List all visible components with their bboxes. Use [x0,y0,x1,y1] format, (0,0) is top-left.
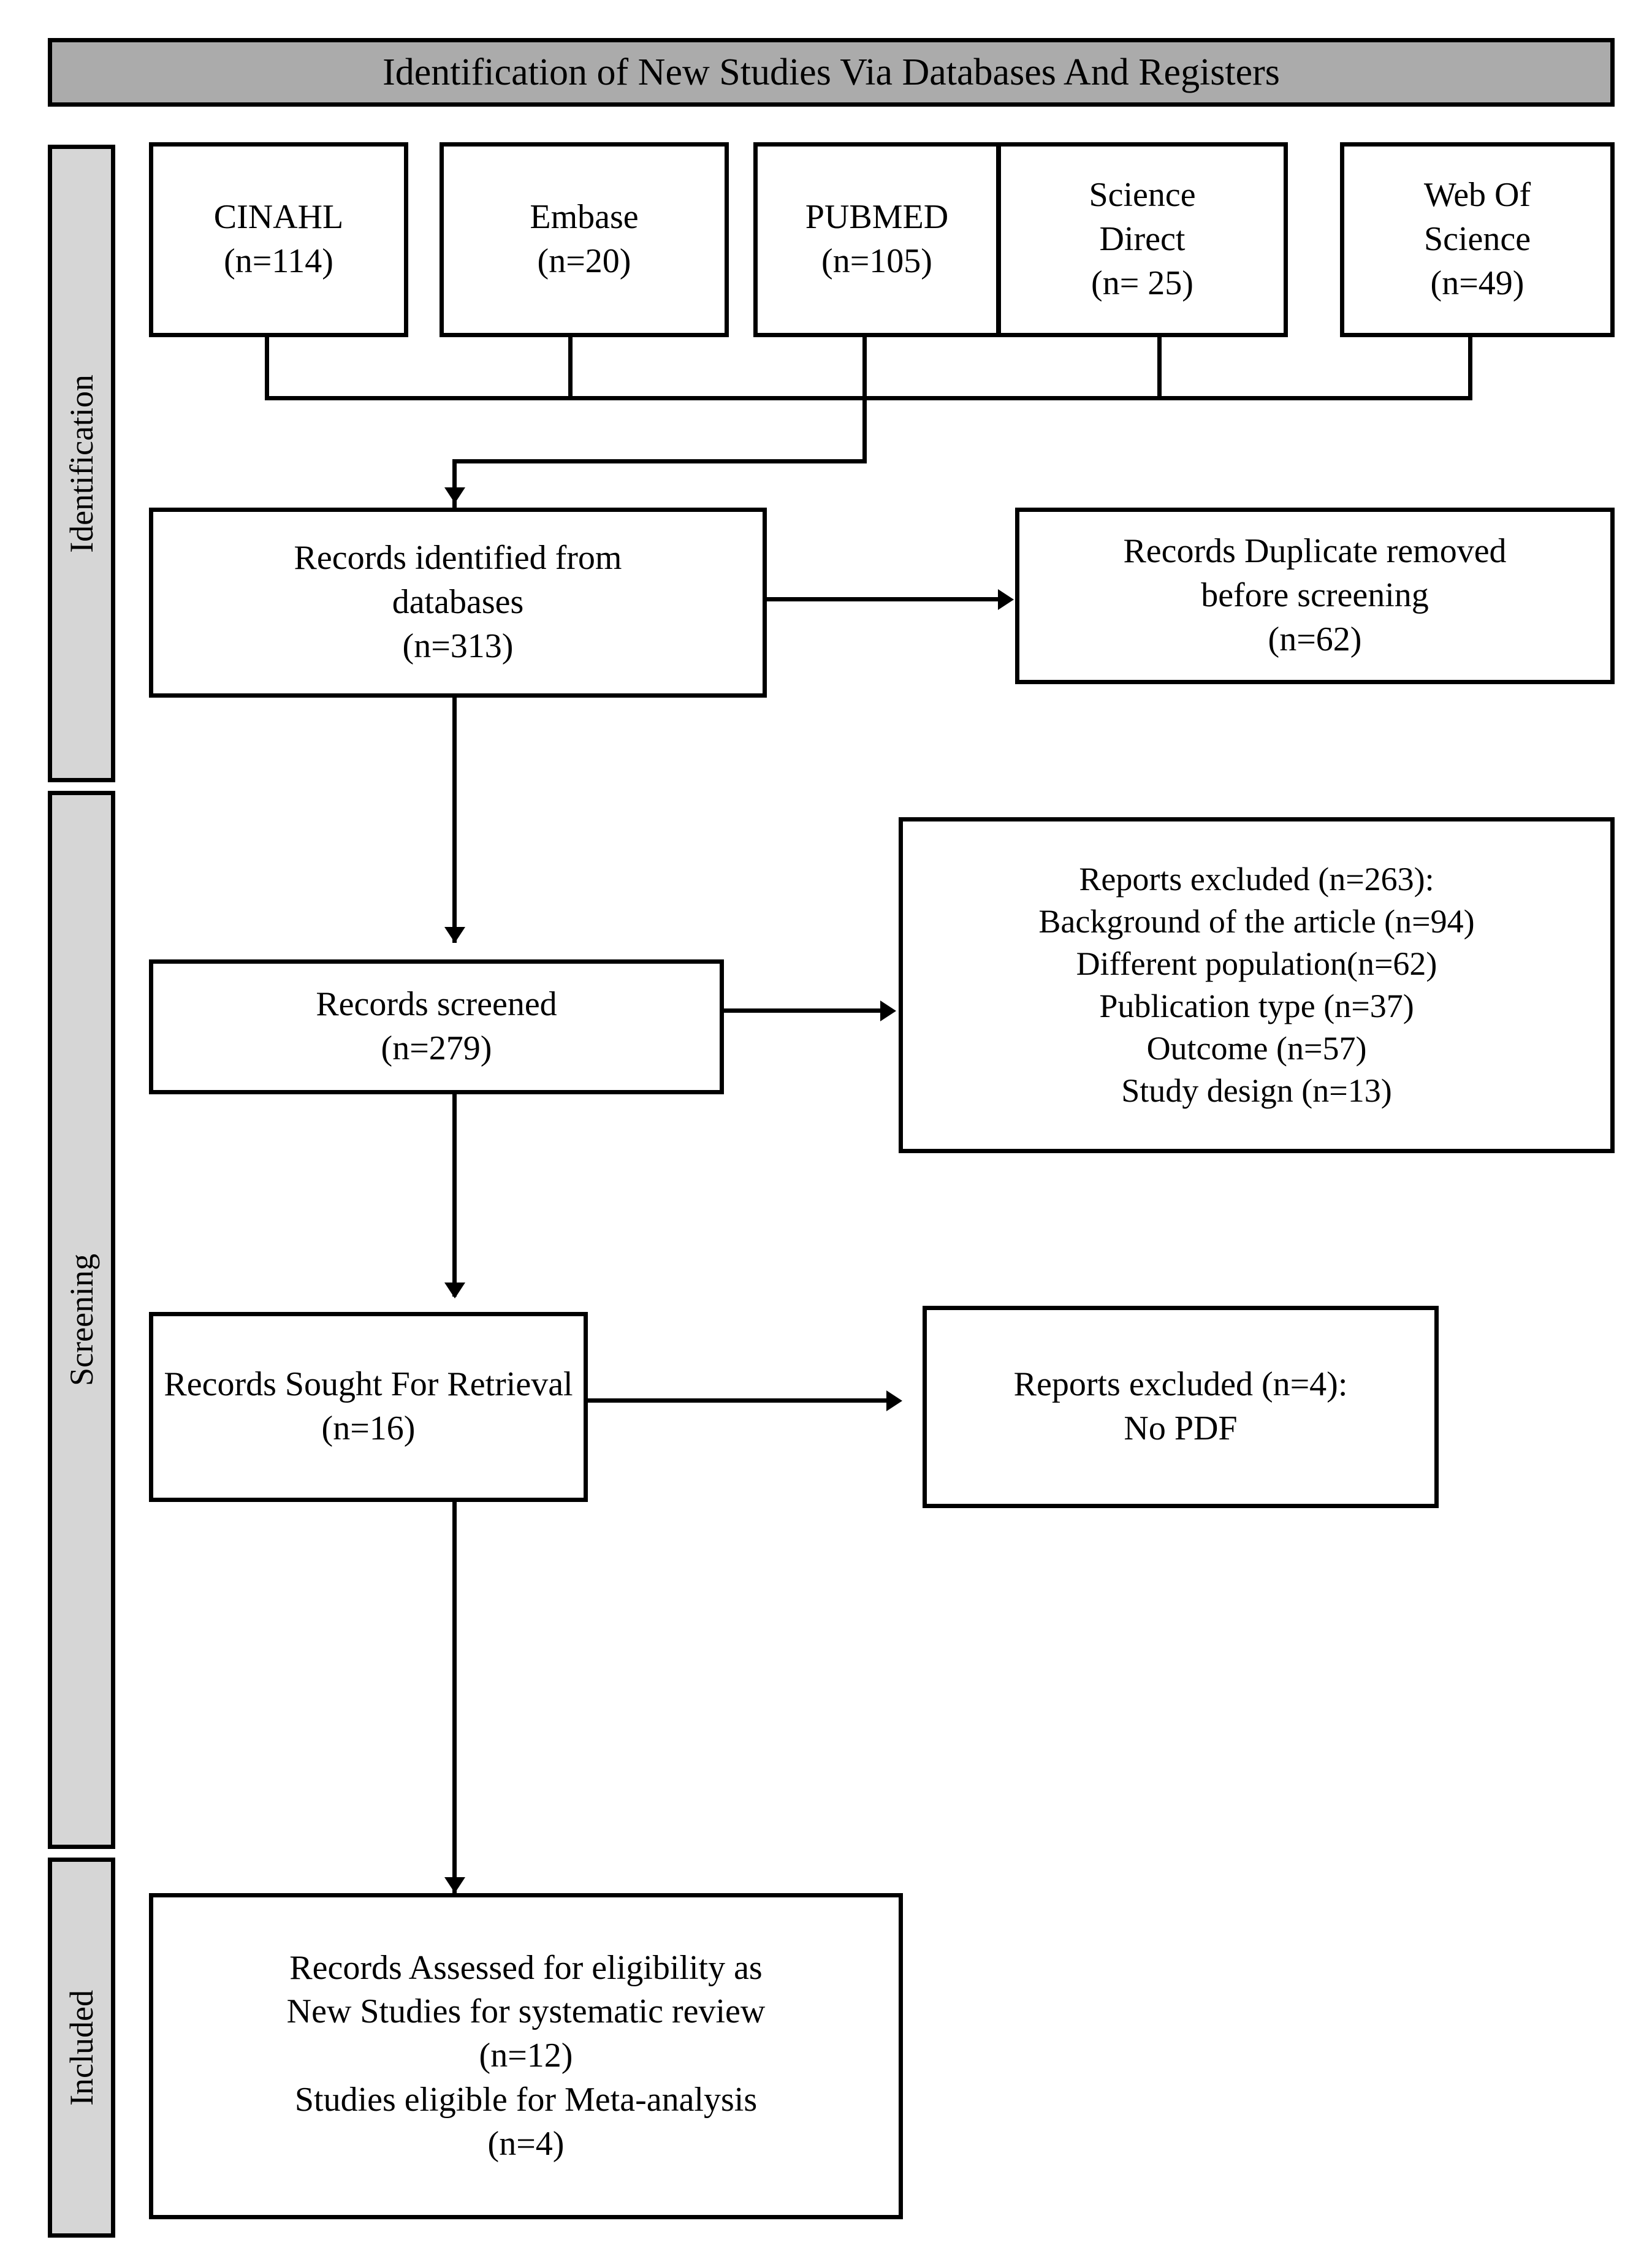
node-reports-excluded-screening: Reports excluded (n=263): Background of … [899,817,1615,1153]
records-sought-line1: Records Sought For Retrieval [164,1365,573,1404]
source-count-science-direct: (n= 25) [1091,264,1193,302]
node-records-identified: Records identified from databases (n=313… [149,508,767,698]
diagram-header-bar: Identification of New Studies Via Databa… [48,38,1615,107]
phase-sidebar-identification: Identification [48,145,115,782]
duplicates-removed-line2: before screening [1201,576,1429,615]
records-sought-count: (n=16) [321,1409,416,1447]
connector-identified-to-duplicates [767,597,1000,601]
records-identified-count: (n=313) [402,627,514,665]
source-name-web-of-science: Web Of Science [1423,176,1531,259]
connector-identified-to-screened [452,698,457,943]
connector-manifold-stepdown [862,396,867,463]
phase-sidebar-included: Included [48,1858,115,2238]
connector-drop-science-direct [1157,337,1162,398]
reports-excluded-screening-line1: Reports excluded (n=263): [1079,860,1434,898]
source-name-embase: Embase [530,198,639,237]
reports-excluded-screening-line2: Background of the article (n=94) [1038,902,1475,940]
arrowhead-sought-to-excluded [886,1390,902,1411]
arrowhead-sought-to-included [444,1877,465,1893]
arrowhead-to-records-identified [444,487,465,503]
records-identified-line1: Records identified from [294,539,622,577]
node-duplicates-removed: Records Duplicate removed before screeni… [1015,508,1615,684]
reports-excluded-screening-line5: Outcome (n=57) [1146,1030,1367,1067]
phase-sidebar-screening: Screening [48,791,115,1849]
duplicates-removed-line1: Records Duplicate removed [1123,532,1507,571]
source-box-web-of-science: Web Of Science (n=49) [1340,142,1615,337]
phase-label-included: Included [63,1989,100,2106]
reports-excluded-retrieval-line2: No PDF [1124,1409,1238,1447]
connector-drop-cinahl [265,337,269,398]
source-box-pubmed: PUBMED (n=105) [753,142,1000,337]
source-box-embase: Embase (n=20) [440,142,729,337]
connector-manifold-jog [452,459,867,463]
connector-sought-to-included [452,1502,457,1894]
records-included-line1: Records Assessed for eligibility as [289,1948,763,1987]
records-screened-line1: Records screened [316,985,557,1024]
records-included-line3: Studies eligible for Meta-analysis [294,2080,758,2119]
records-included-count1: (n=12) [479,2037,573,2075]
source-name-cinahl: CINAHL [213,198,344,237]
source-count-cinahl: (n=114) [224,242,333,280]
source-box-science-direct: Science Direct (n= 25) [997,142,1288,337]
source-box-cinahl: CINAHL (n=114) [149,142,408,337]
connector-drop-pubmed [862,337,867,398]
connector-drop-embase [568,337,573,398]
records-screened-count: (n=279) [381,1029,492,1067]
phase-label-identification: Identification [63,374,100,553]
node-records-screened: Records screened (n=279) [149,959,724,1094]
source-name-pubmed: PUBMED [805,198,949,237]
node-reports-excluded-retrieval: Reports excluded (n=4): No PDF [923,1306,1439,1508]
arrowhead-identified-to-duplicates [998,589,1014,610]
reports-excluded-screening-line4: Publication type (n=37) [1099,988,1414,1024]
reports-excluded-retrieval-line1: Reports excluded (n=4): [1013,1365,1348,1404]
node-records-sought: Records Sought For Retrieval (n=16) [149,1312,588,1502]
arrowhead-screened-to-sought [444,1283,465,1298]
records-included-count2: (n=4) [487,2124,565,2163]
source-name-science-direct: Science Direct [1089,176,1196,259]
phase-label-screening: Screening [63,1254,100,1386]
arrowhead-screened-to-excluded [880,1001,896,1021]
page-title: Identification of New Studies Via Databa… [383,51,1280,93]
source-count-embase: (n=20) [537,242,631,280]
reports-excluded-screening-line3: Different population(n=62) [1076,945,1437,982]
source-count-pubmed: (n=105) [821,242,932,280]
source-count-web-of-science: (n=49) [1430,264,1524,302]
records-identified-line2: databases [392,583,524,622]
node-records-included: Records Assessed for eligibility as New … [149,1893,903,2219]
reports-excluded-screening-line6: Study design (n=13) [1121,1072,1392,1110]
connector-sought-to-excluded [588,1398,888,1403]
connector-screened-to-excluded [724,1008,882,1013]
connector-manifold-sources [265,396,1472,400]
arrowhead-identified-to-screened [444,927,465,943]
connector-screened-to-sought [452,1094,457,1297]
records-included-line2: New Studies for systematic review [286,1992,766,2031]
connector-drop-web-of-science [1468,337,1472,398]
duplicates-removed-count: (n=62) [1268,620,1362,658]
